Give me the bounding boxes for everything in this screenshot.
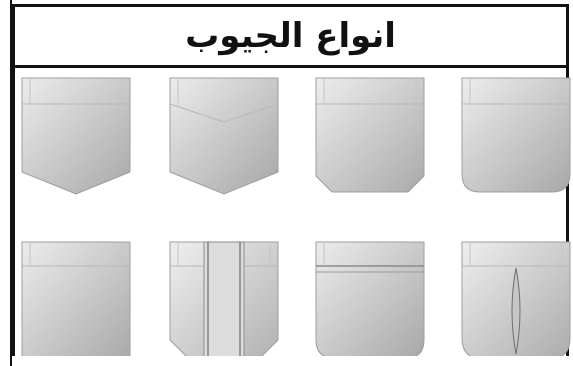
pocket-box-pleat-chamfered [168, 240, 280, 362]
pocket-rounded-with-slit [460, 240, 572, 362]
pocket-pointed-bottom-v-flap [168, 76, 280, 198]
pocket-square-bottom [20, 240, 132, 362]
pocket-chamfered-corners [314, 76, 426, 198]
pocket-rounded-corners [460, 76, 572, 198]
pocket-rounded-with-band [314, 240, 426, 362]
pocket-pointed-bottom [20, 76, 132, 198]
title-bar: انواع الجيوب [12, 4, 569, 68]
bottom-crop-edge [12, 356, 573, 366]
page-title: انواع الجيوب [185, 16, 396, 56]
